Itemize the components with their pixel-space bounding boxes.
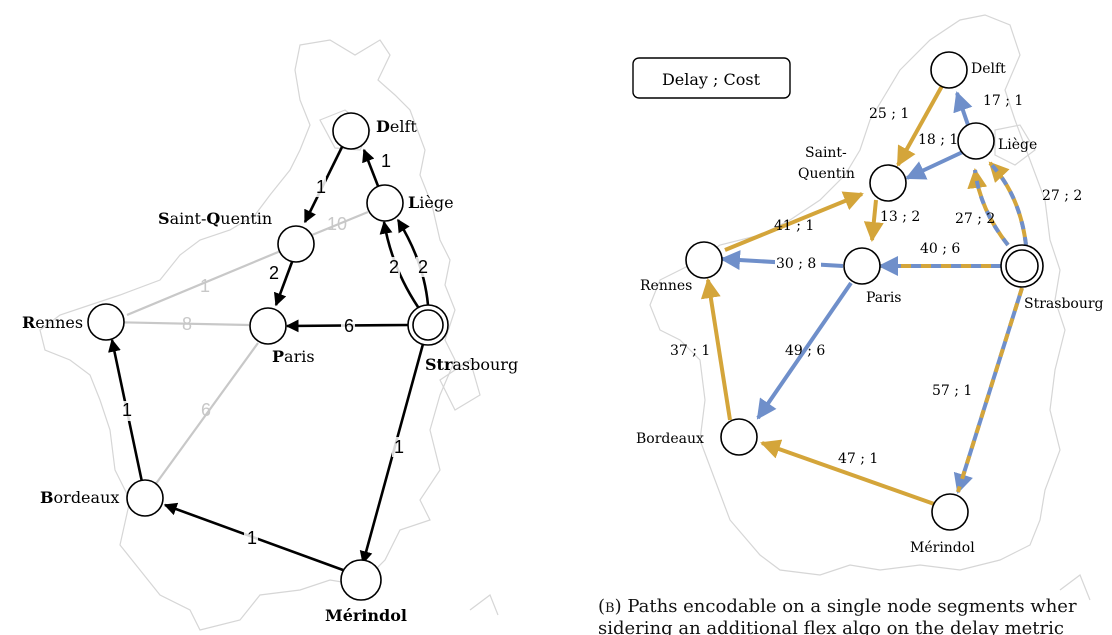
edge-r-rennes-sq [724, 191, 864, 252]
right-label-bordeaux: Bordeaux [636, 431, 704, 447]
left-label-rennes: Rennes [22, 313, 83, 332]
label-r-str-paris: 40 ; 6 [920, 241, 960, 257]
node-r-bordeaux [720, 418, 758, 456]
edge-r-str-liege-a [967, 168, 1010, 247]
edge-r-bordeaux-rennes [700, 278, 732, 421]
left-node-labels: Delft Liège Saint-Quentin Rennes Paris S… [22, 117, 518, 625]
label-r-rennes-sq: 41 ; 1 [774, 218, 814, 234]
label-r-str-merindol: 57 ; 1 [932, 383, 972, 399]
right-label-delft: Delft [971, 61, 1006, 77]
node-bordeaux [126, 479, 164, 517]
edge-r-liege-delft [953, 91, 973, 126]
label-rennes-paris: 8 [182, 314, 192, 334]
node-rennes [87, 303, 125, 341]
label-merindol-bordeaux: 1 [247, 528, 257, 548]
caption-label: (b) [598, 596, 622, 617]
label-r-liege-sq: 18 ; 10 [918, 132, 967, 148]
caption-line-1: (b) Paths encodable on a single node seg… [598, 596, 1112, 618]
node-r-saint-quentin [869, 164, 907, 202]
label-sq-liege: 10 [327, 214, 347, 234]
left-gray-edges [104, 210, 369, 486]
right-label-saint-quentin-2: Quentin [798, 166, 855, 182]
right-label-rennes: Rennes [640, 278, 692, 294]
label-sq-rennes: 1 [200, 276, 210, 296]
label-r-bordeaux-rennes: 37 ; 1 [670, 343, 710, 359]
right-label-paris: Paris [866, 290, 902, 306]
left-label-liege: Liège [408, 193, 454, 212]
caption-text-1: Paths encodable on a single node segment… [621, 596, 1077, 617]
edge-r-sq-paris [863, 199, 884, 242]
label-sq-paris: 2 [269, 263, 279, 283]
node-r-liege [957, 122, 995, 160]
figure-caption: (b) Paths encodable on a single node seg… [598, 596, 1112, 635]
node-r-merindol [931, 493, 969, 531]
legend-box: Delay ; Cost [632, 57, 791, 99]
label-paris-bordeaux: 6 [201, 400, 211, 420]
node-delft [332, 112, 370, 150]
edge-paris-bordeaux [154, 342, 259, 486]
edge-r-merindol-bordeaux [760, 439, 938, 507]
label-r-str-liege-a: 27 ; 2 [955, 211, 995, 227]
node-r-rennes [685, 241, 723, 279]
label-str-liege-b: 2 [418, 257, 428, 277]
right-map-outline [649, 14, 1091, 601]
edge-rennes-paris [104, 320, 250, 327]
node-r-paris [843, 247, 881, 285]
right-label-merindol: Mérindol [910, 540, 975, 556]
label-liege-delft: 1 [381, 151, 391, 171]
label-str-merindol: 1 [394, 437, 404, 457]
left-nodes [87, 112, 449, 601]
label-r-paris-rennes: 30 ; 8 [776, 256, 816, 272]
label-r-sq-paris: 13 ; 2 [880, 209, 920, 225]
label-r-merindol-bordeaux: 47 ; 1 [838, 451, 878, 467]
caption-line-2: sidering an additional flex algo on the … [598, 618, 1064, 635]
node-r-delft [930, 51, 968, 89]
left-label-strasbourg: Strasbourg [425, 355, 518, 374]
right-label-saint-quentin-1: Saint- [805, 145, 847, 161]
right-nodes [685, 51, 1044, 531]
left-label-paris: Paris [272, 347, 315, 366]
edge-r-str-liege-b [988, 161, 1028, 246]
left-edge-labels: 1 1 10 2 2 2 6 1 8 6 1 1 1 [120, 151, 430, 548]
node-saint-quentin [277, 225, 315, 263]
right-edge-labels: 25 ; 1 17 ; 1 18 ; 10 13 ; 2 41 ; 1 30 ;… [670, 93, 1082, 467]
edge-sq-rennes [126, 243, 296, 317]
left-label-merindol: Mérindol [325, 606, 407, 625]
right-label-liege: Liège [998, 137, 1037, 153]
label-r-paris-bordeaux: 49 ; 6 [785, 343, 825, 359]
left-map-outline [39, 39, 499, 631]
right-edges [700, 85, 1028, 507]
edge-sq-paris [273, 261, 294, 307]
left-label-bordeaux: Bordeaux [40, 488, 119, 507]
edge-r-liege-sq [905, 148, 968, 180]
edge-sq-liege [311, 210, 369, 237]
label-delft-sq: 1 [316, 177, 326, 197]
left-label-saint-quentin: Saint-Quentin [158, 209, 272, 228]
label-r-liege-delft: 17 ; 1 [983, 93, 1023, 109]
left-label-delft: Delft [376, 117, 417, 136]
edge-liege-delft [362, 148, 380, 187]
node-paris [249, 307, 287, 345]
node-liege [366, 184, 404, 222]
label-bordeaux-rennes: 1 [122, 400, 132, 420]
right-node-labels: Delft Liège Saint- Quentin Rennes Paris … [636, 61, 1104, 556]
label-str-paris: 6 [344, 316, 354, 336]
edge-r-paris-bordeaux [756, 281, 853, 420]
edge-r-delft-sq [896, 85, 944, 167]
label-str-liege-a: 2 [389, 257, 399, 277]
node-merindol [340, 559, 382, 601]
legend-text: Delay ; Cost [662, 70, 761, 89]
right-label-strasbourg: Strasbourg [1024, 296, 1104, 312]
label-r-str-liege-b: 27 ; 2 [1042, 188, 1082, 204]
label-r-delft-sq: 25 ; 1 [869, 106, 909, 122]
